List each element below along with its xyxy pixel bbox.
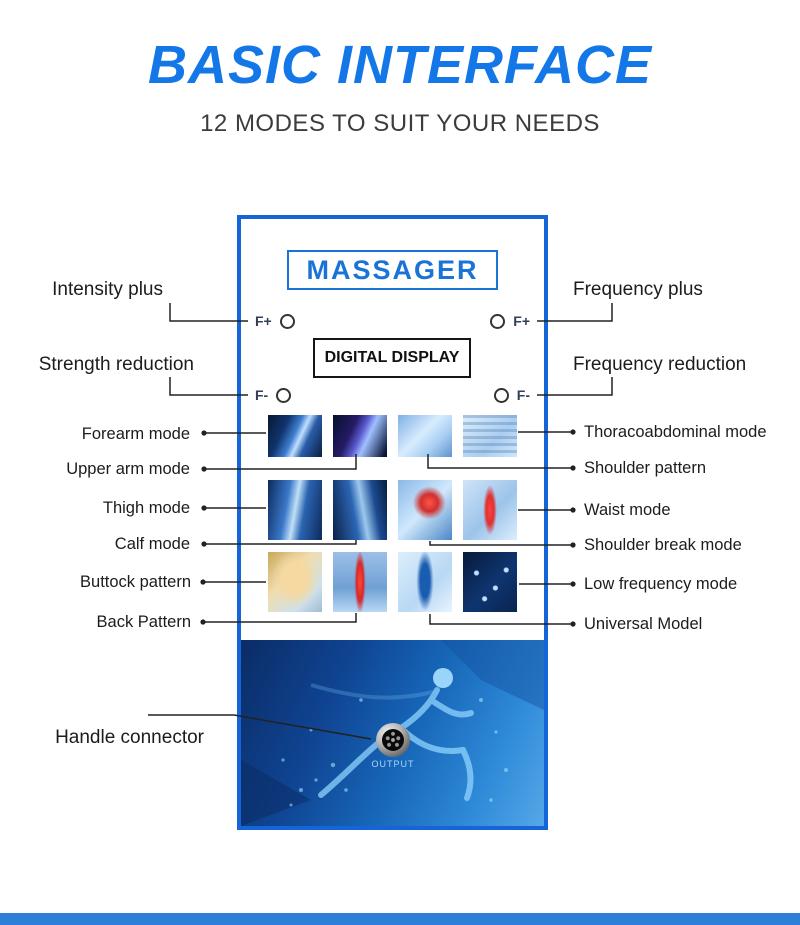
callout-label-calf-mode: Calf mode [114,535,190,553]
plus-button-row: F+ F+ [241,312,544,330]
mode-image-calf [333,480,387,540]
frequency-plus-group: F+ [490,313,530,329]
page-subtitle: 12 MODES TO SUIT YOUR NEEDS [200,110,600,137]
digital-display: DIGITAL DISPLAY [313,338,471,378]
mode-image-waist [463,480,517,540]
output-label: OUTPUT [371,759,415,769]
frequency-plus-button [490,313,506,329]
intensity-plus-label: F+ [255,313,272,329]
device-panel: MASSAGER F+ F+ DIGITAL DISPLAY F- F- [237,215,548,830]
frequency-minus-label: F- [516,387,530,403]
connector-pins [382,729,404,751]
callout-label-universal-model: Universal Model [584,615,703,633]
mode-image-upper-arm [333,415,387,457]
mode-grid-row-2 [268,480,517,540]
callout-label-waist-mode: Waist mode [584,501,671,519]
brand-text: MASSAGER [306,254,479,285]
mode-image-forearm [268,415,322,457]
mode-grid-row-1 [268,415,517,457]
callout-line-frequency-reduction [537,377,613,396]
mode-image-shoulder-pattern [398,415,452,457]
intensity-minus-group: F- [255,387,292,403]
brand-box: MASSAGER [287,250,498,290]
callout-label-low-frequency-mode: Low frequency mode [584,575,738,593]
intensity-plus-button [279,313,295,329]
callout-label-intensity-plus: Intensity plus [52,279,163,300]
callout-label-thigh-mode: Thigh mode [102,499,190,517]
mode-image-universal [398,552,452,612]
mode-image-thoracoabdominal [463,415,517,457]
callout-label-frequency-plus: Frequency plus [573,279,703,300]
page-title: BASIC INTERFACE [147,35,653,95]
frequency-minus-button [493,387,509,403]
handle-connector-port [376,723,410,757]
callout-label-forearm-mode: Forearm mode [81,425,190,443]
callout-label-shoulder-break-mode: Shoulder break mode [584,536,742,554]
device-bottom-art: OUTPUT [241,640,544,826]
mode-image-thigh [268,480,322,540]
footer-bar [0,913,800,925]
callout-label-buttock-pattern: Buttock pattern [80,573,191,591]
mode-grid [268,415,517,612]
frequency-minus-group: F- [493,387,530,403]
frequency-plus-label: F+ [513,313,530,329]
callout-label-handle-connector: Handle connector [55,727,204,748]
digital-display-label: DIGITAL DISPLAY [324,349,460,366]
mode-image-buttock [268,552,322,612]
callout-label-back-pattern: Back Pattern [96,613,191,631]
mode-grid-row-3 [268,552,517,612]
intensity-minus-button [276,387,292,403]
intensity-minus-label: F- [255,387,269,403]
callout-label-frequency-reduction: Frequency reduction [573,354,747,375]
mode-image-shoulder-break [398,480,452,540]
mode-image-low-frequency [463,552,517,612]
callout-label-upper-arm-mode: Upper arm mode [66,460,190,478]
callout-label-strength-reduction: Strength reduction [38,354,194,375]
callout-label-shoulder-pattern: Shoulder pattern [584,459,707,477]
intensity-plus-group: F+ [255,313,295,329]
callout-line-frequency-plus [537,303,613,322]
mode-image-back [333,552,387,612]
minus-button-row: F- F- [241,386,544,404]
callout-label-thoracoabdominal-mode: Thoracoabdominal mode [584,423,767,441]
